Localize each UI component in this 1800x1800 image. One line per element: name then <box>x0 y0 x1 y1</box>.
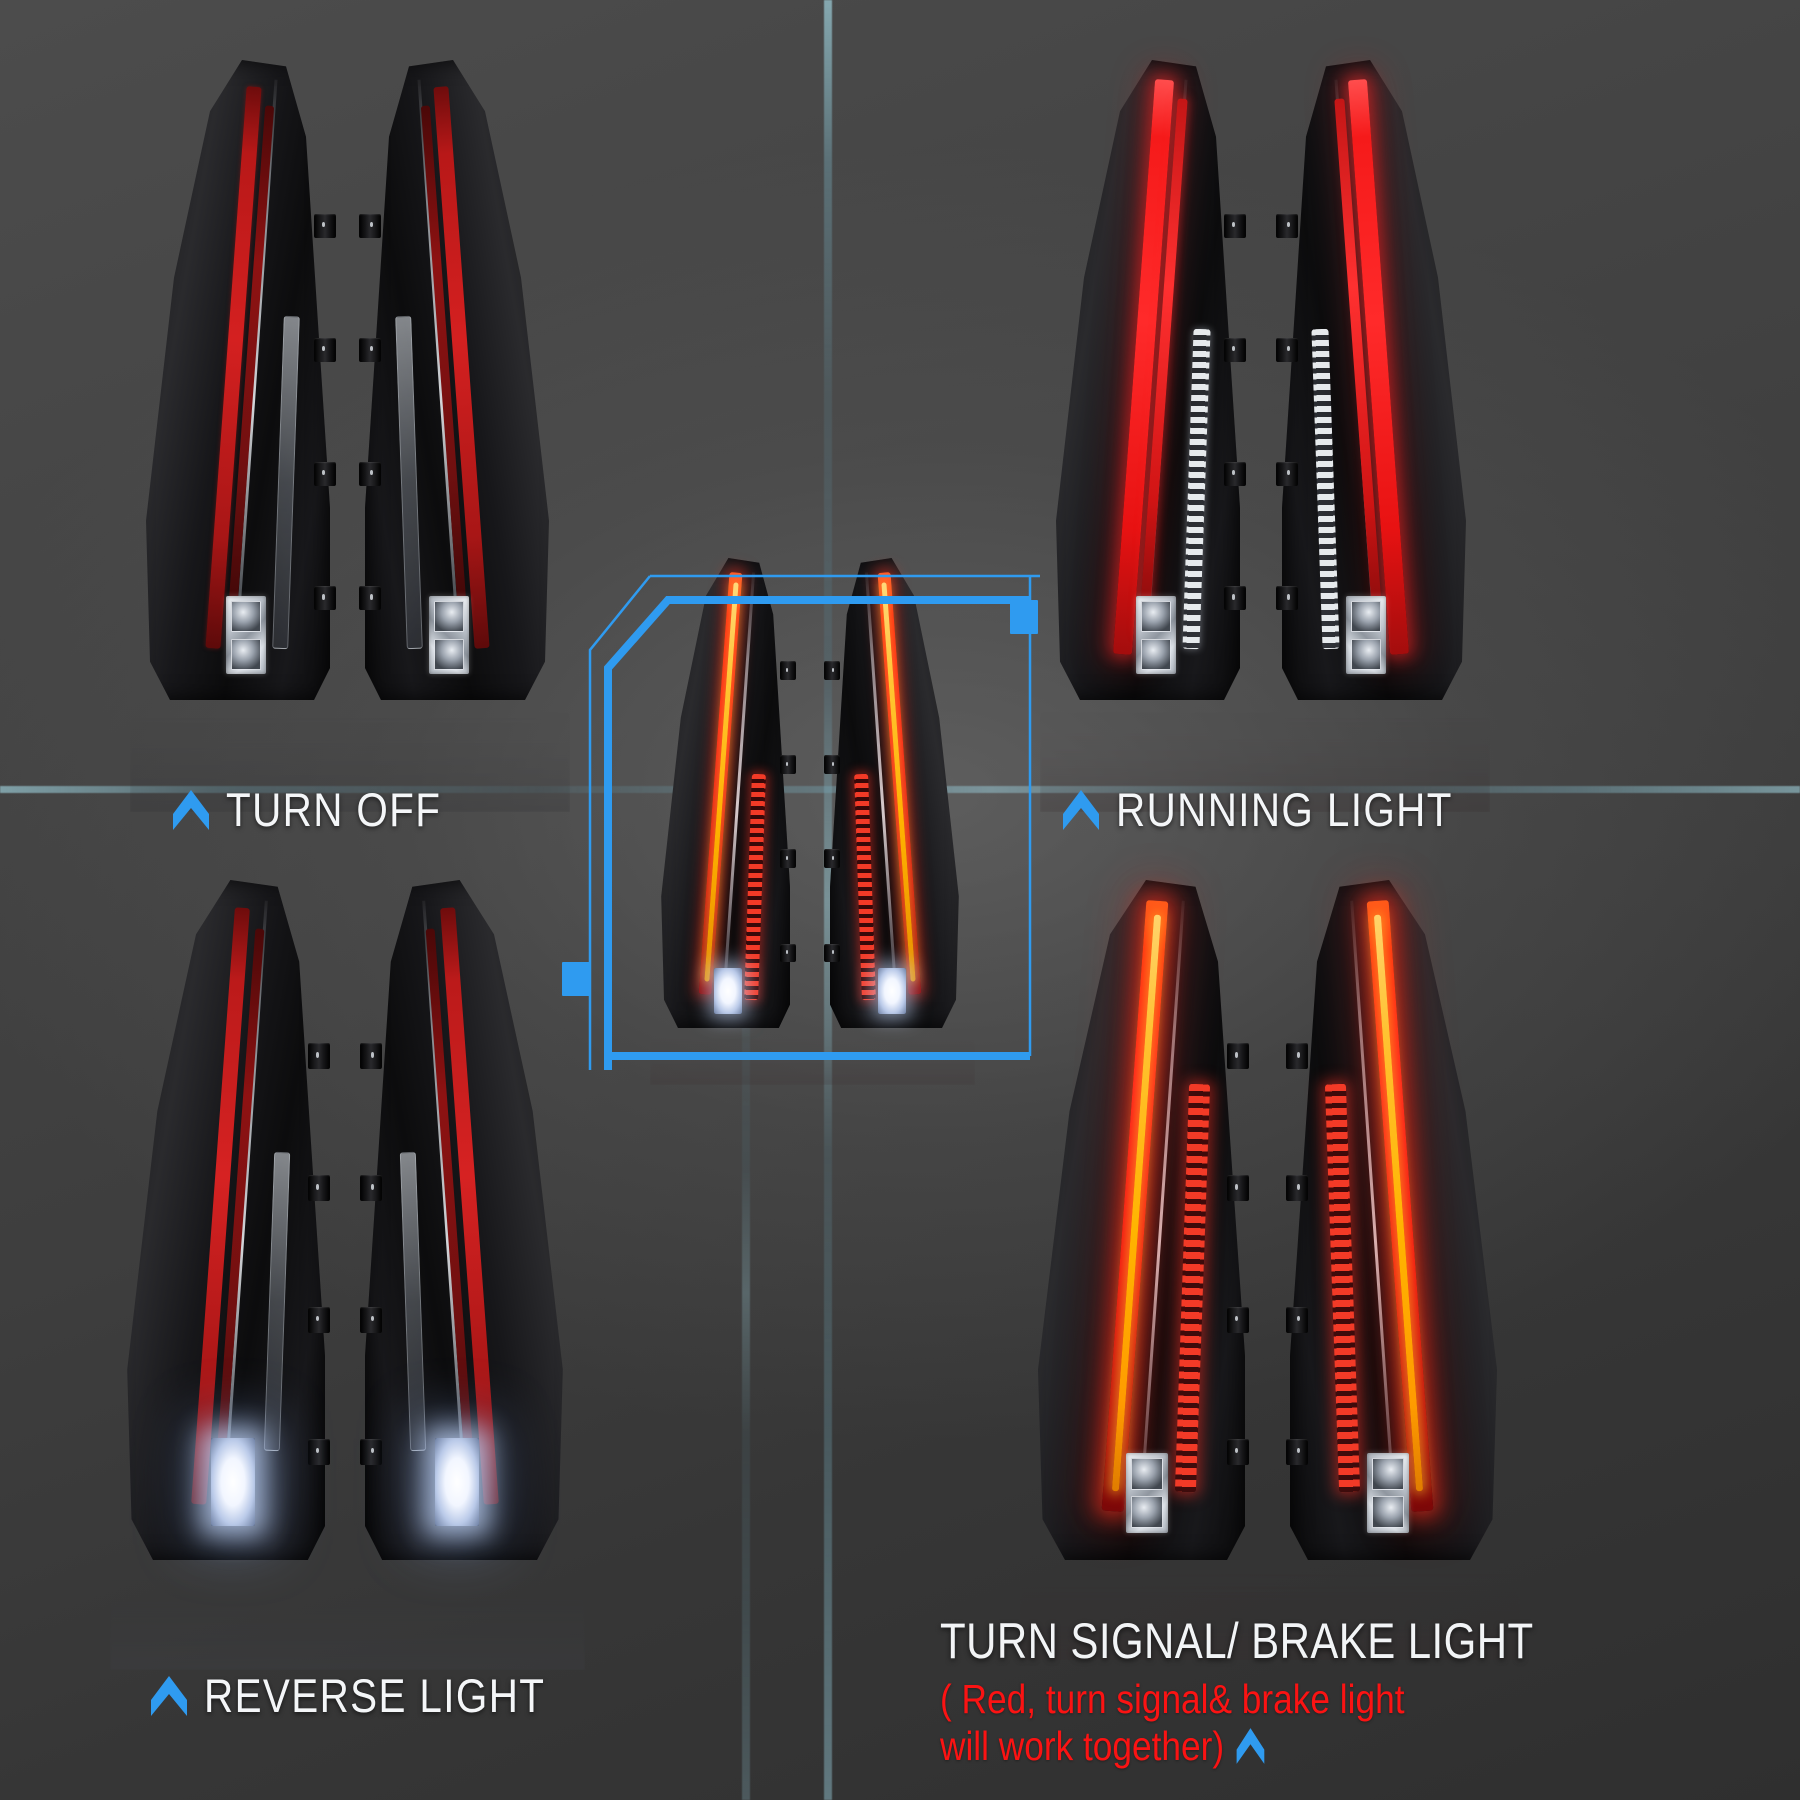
tail-light-right <box>1276 60 1482 700</box>
clip <box>780 755 797 775</box>
tail-light-right <box>1286 880 1515 1560</box>
label-text: TURN SIGNAL/ BRAKE LIGHT <box>940 1613 1534 1669</box>
clip <box>1276 585 1298 611</box>
chevron-up-icon <box>173 789 209 830</box>
panel-turn-signal-brake-light <box>1000 860 1620 1660</box>
panel-reverse-light <box>90 860 670 1670</box>
mounting-clips <box>1276 213 1298 611</box>
clip <box>1227 1306 1249 1333</box>
clip <box>359 337 381 363</box>
highlight-tab-left <box>562 962 590 996</box>
mounting-clips <box>360 1043 383 1465</box>
chevron-up-icon <box>1236 1728 1265 1764</box>
clip <box>359 461 381 487</box>
clip <box>307 1306 330 1333</box>
bulb-socket <box>226 596 266 675</box>
clip <box>780 943 797 963</box>
note-line-2: will work together) <box>940 1722 1225 1769</box>
floor-reflection <box>110 1560 585 1670</box>
clip <box>307 1043 330 1070</box>
panel-center-highlight <box>600 540 1020 1085</box>
label-text: REVERSE LIGHT <box>204 1669 546 1722</box>
clip <box>1286 1043 1308 1070</box>
label-text: RUNNING LIGHT <box>1116 783 1453 836</box>
mounting-clips <box>1224 213 1246 611</box>
clip <box>360 1175 383 1202</box>
tail-light-left <box>1020 880 1249 1560</box>
clip <box>1276 213 1298 239</box>
reverse-lamp-lit <box>211 1438 256 1526</box>
clip <box>1224 213 1246 239</box>
note-text: ( Red, turn signal& brake light will wor… <box>940 1676 1548 1769</box>
clip <box>360 1438 383 1465</box>
tail-light-right <box>360 880 580 1560</box>
highlight-frame-bottom <box>604 1020 1030 1060</box>
clip <box>360 1043 383 1070</box>
label-text: TURN OFF <box>226 783 442 836</box>
clip <box>314 461 336 487</box>
clip <box>780 661 797 681</box>
clip <box>1224 585 1246 611</box>
bulb-socket <box>429 596 469 675</box>
clip <box>314 585 336 611</box>
clip <box>359 213 381 239</box>
tail-light-right <box>359 60 565 700</box>
label-turn-signal-brake-light: TURN SIGNAL/ BRAKE LIGHT ( Red, turn sig… <box>940 1612 1647 1769</box>
highlight-frame-outer <box>588 574 1040 1070</box>
mounting-clips <box>314 213 336 611</box>
mounting-clips <box>1286 1043 1308 1465</box>
clip <box>1227 1438 1249 1465</box>
label-turn-off: TURN OFF <box>172 782 476 837</box>
clip <box>1224 461 1246 487</box>
clip <box>1286 1438 1308 1465</box>
clip <box>307 1175 330 1202</box>
clip <box>1286 1306 1308 1333</box>
tail-light-left <box>1040 60 1246 700</box>
reverse-lamp-lit <box>714 967 743 1014</box>
clip <box>780 849 797 869</box>
clip <box>1286 1175 1308 1202</box>
mounting-clips <box>780 661 797 963</box>
clip <box>1224 337 1246 363</box>
bulb-socket <box>1136 596 1176 675</box>
chevron-up-icon <box>151 1675 187 1716</box>
highlight-tab-right <box>1010 600 1038 634</box>
highlight-frame-inner <box>604 596 1030 1070</box>
tail-light-left <box>130 60 336 700</box>
mounting-clips <box>1227 1043 1249 1465</box>
clip <box>1227 1175 1249 1202</box>
bulb-socket <box>1346 596 1386 675</box>
tail-light-left <box>650 558 797 1028</box>
clip <box>1227 1043 1249 1070</box>
bulb-socket <box>1367 1452 1410 1533</box>
clip <box>360 1306 383 1333</box>
reverse-lamp-lit <box>434 1438 479 1526</box>
label-reverse-light: REVERSE LIGHT <box>150 1668 601 1723</box>
clip <box>1276 337 1298 363</box>
mounting-clips <box>359 213 381 611</box>
label-running-light: RUNNING LIGHT <box>1062 782 1508 837</box>
tail-light-left <box>110 880 330 1560</box>
bulb-socket <box>1125 1452 1168 1533</box>
mounting-clips <box>307 1043 330 1465</box>
note-line-1: ( Red, turn signal& brake light <box>940 1676 1405 1722</box>
panel-turn-off <box>110 40 670 812</box>
clip <box>314 337 336 363</box>
clip <box>359 585 381 611</box>
clip <box>1276 461 1298 487</box>
clip <box>307 1438 330 1465</box>
clip <box>314 213 336 239</box>
highlight-frame-right <box>1028 576 1032 1056</box>
panel-running-light <box>1020 40 1600 812</box>
chevron-up-icon <box>1063 789 1099 830</box>
